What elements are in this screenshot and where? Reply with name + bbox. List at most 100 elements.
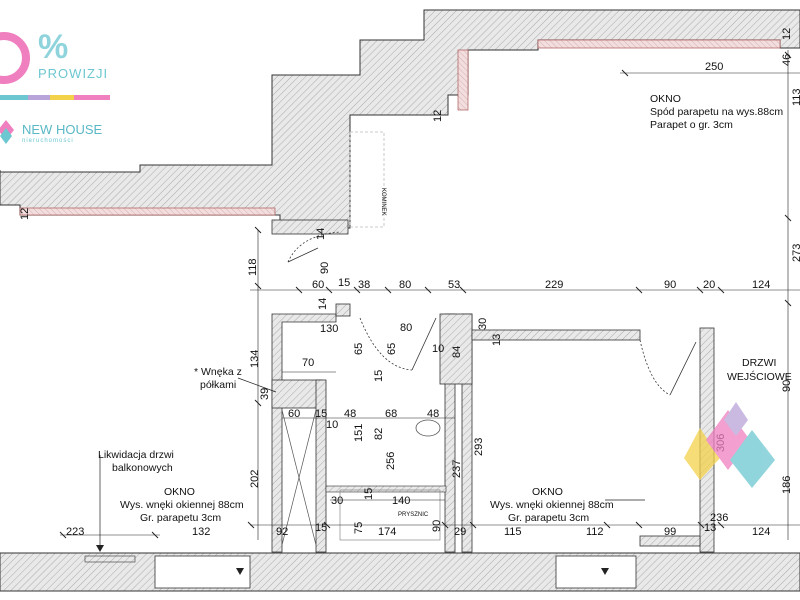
interior-wall-right (639, 535, 701, 547)
closet-cross (281, 409, 317, 546)
window-opening-right (555, 555, 637, 589)
toilet-fixture (415, 419, 441, 437)
interior-wall-bath-bottom (325, 485, 447, 493)
dim-80b: 80 (400, 322, 412, 334)
interior-wall-shelf-block (271, 379, 323, 409)
likwidacja-line2: balkonowych (112, 462, 173, 474)
logo-percent: % (38, 28, 68, 66)
dim-top-12a: 12 (781, 28, 793, 40)
dim-row-20: 20 (703, 279, 715, 291)
dim-140: 140 (392, 495, 410, 507)
dim-13a: 13 (491, 334, 503, 346)
okno-left-line1: Wys. wnęki okiennej 88cm (120, 499, 244, 511)
window-sill-top-right (537, 39, 781, 49)
dim-b-29: 29 (454, 526, 466, 538)
dim-10a: 10 (432, 343, 444, 355)
dim-b-174: 174 (378, 526, 396, 538)
dim-151: 151 (353, 424, 365, 442)
dim-left-12: 12 (19, 208, 31, 220)
dim-row-229: 229 (545, 279, 563, 291)
dim-b-115: 115 (504, 526, 522, 538)
dim-top-113: 113 (791, 88, 800, 106)
dim-30b: 30 (331, 495, 343, 507)
wall-stub (271, 219, 349, 235)
dim-202: 202 (249, 470, 261, 488)
likwidacja-line1: Likwidacja drzwi (98, 449, 174, 461)
okno-left-title: OKNO (164, 486, 195, 498)
dim-256: 256 (385, 452, 397, 470)
interior-wall-top-bath (335, 303, 351, 317)
arrow-window-left (236, 568, 244, 575)
door-arc-bath (359, 317, 437, 371)
window-opening-left (154, 555, 251, 589)
window-sill-left (19, 207, 276, 216)
okno-top-line2: Parapet o gr. 3cm (650, 119, 733, 131)
interior-wall-pier (315, 379, 327, 553)
fireplace-label: KOMINEK (380, 188, 386, 216)
okno-top-line1: Spód parapetu na wys.88cm (650, 106, 783, 118)
interior-wall-room-top (471, 329, 641, 341)
dim-row-53: 53 (448, 279, 460, 291)
dim-39: 39 (259, 388, 271, 400)
dim-b-112: 112 (586, 526, 604, 538)
dim-top-250: 250 (705, 61, 723, 73)
dim-90b: 90 (431, 520, 443, 532)
fireplace-outline (349, 131, 385, 228)
dim-90a: 90 (319, 262, 331, 274)
leader-lines (99, 377, 645, 545)
dim-60b: 60 (288, 408, 300, 420)
dim-b-92: 92 (276, 526, 288, 538)
okno-left-line2: Gr. parapetu 3cm (140, 512, 221, 524)
dim-82: 82 (373, 428, 385, 440)
dim-row-60: 60 (312, 279, 324, 291)
watermark-tiles (684, 402, 775, 488)
dim-row-124: 124 (752, 279, 770, 291)
arrow-balcony (96, 545, 104, 552)
dim-48a: 48 (344, 408, 356, 420)
dim-row-38: 38 (358, 279, 370, 291)
logo-brand-sub: nieruchomości (22, 138, 74, 144)
dim-75: 75 (353, 522, 365, 534)
dim-130: 130 (320, 323, 338, 335)
dim-293: 293 (473, 438, 485, 456)
dim-15a: 15 (373, 370, 385, 382)
dim-b-132: 132 (192, 526, 210, 538)
shower-tray (339, 489, 441, 541)
logo-prowizji-text: PROWIZJI (38, 66, 108, 81)
wneka-line2: półkami (200, 379, 236, 391)
logo-prowizji: % PROWIZJI (0, 28, 110, 100)
dim-48b: 48 (427, 408, 439, 420)
dim-30a: 30 (477, 318, 489, 330)
dim-15c: 15 (363, 488, 375, 500)
dim-row-90: 90 (664, 279, 676, 291)
okno-top-title: OKNO (650, 93, 681, 105)
dim-r-90: 90 (781, 380, 793, 392)
dim-b-99: 99 (664, 526, 676, 538)
dim-134: 134 (249, 350, 261, 368)
dim-273: 273 (791, 244, 800, 262)
dimension-ticks (59, 51, 792, 539)
dim-b-15: 15 (315, 522, 327, 534)
dim-row-15: 15 (338, 277, 350, 289)
dim-65a: 65 (353, 343, 365, 355)
okno-right-line1: Wys. wnęki okiennej 88cm (490, 499, 614, 511)
dimension-lines (60, 50, 800, 540)
prysznic-label: PRYSZNIC (398, 512, 429, 518)
dim-b-13: 13 (704, 522, 716, 534)
logo-brand-name: NEW HOUSE (22, 122, 103, 137)
dim-b-236: 236 (710, 512, 728, 524)
dim-84: 84 (451, 346, 463, 358)
dim-b-124: 124 (752, 526, 770, 538)
dim-237: 237 (451, 460, 463, 478)
dim-14b: 14 (317, 298, 329, 310)
dim-68: 68 (385, 408, 397, 420)
dim-r-186: 186 (781, 476, 793, 494)
dim-10b: 10 (326, 419, 338, 431)
drzwi-line1: DRZWI (742, 357, 776, 369)
drzwi-line2: WEJŚCIOWE (727, 370, 792, 383)
door-arc-entrance (639, 339, 697, 396)
wneka-line1: * Wnęka z (194, 366, 242, 378)
dim-65b: 65 (386, 343, 398, 355)
